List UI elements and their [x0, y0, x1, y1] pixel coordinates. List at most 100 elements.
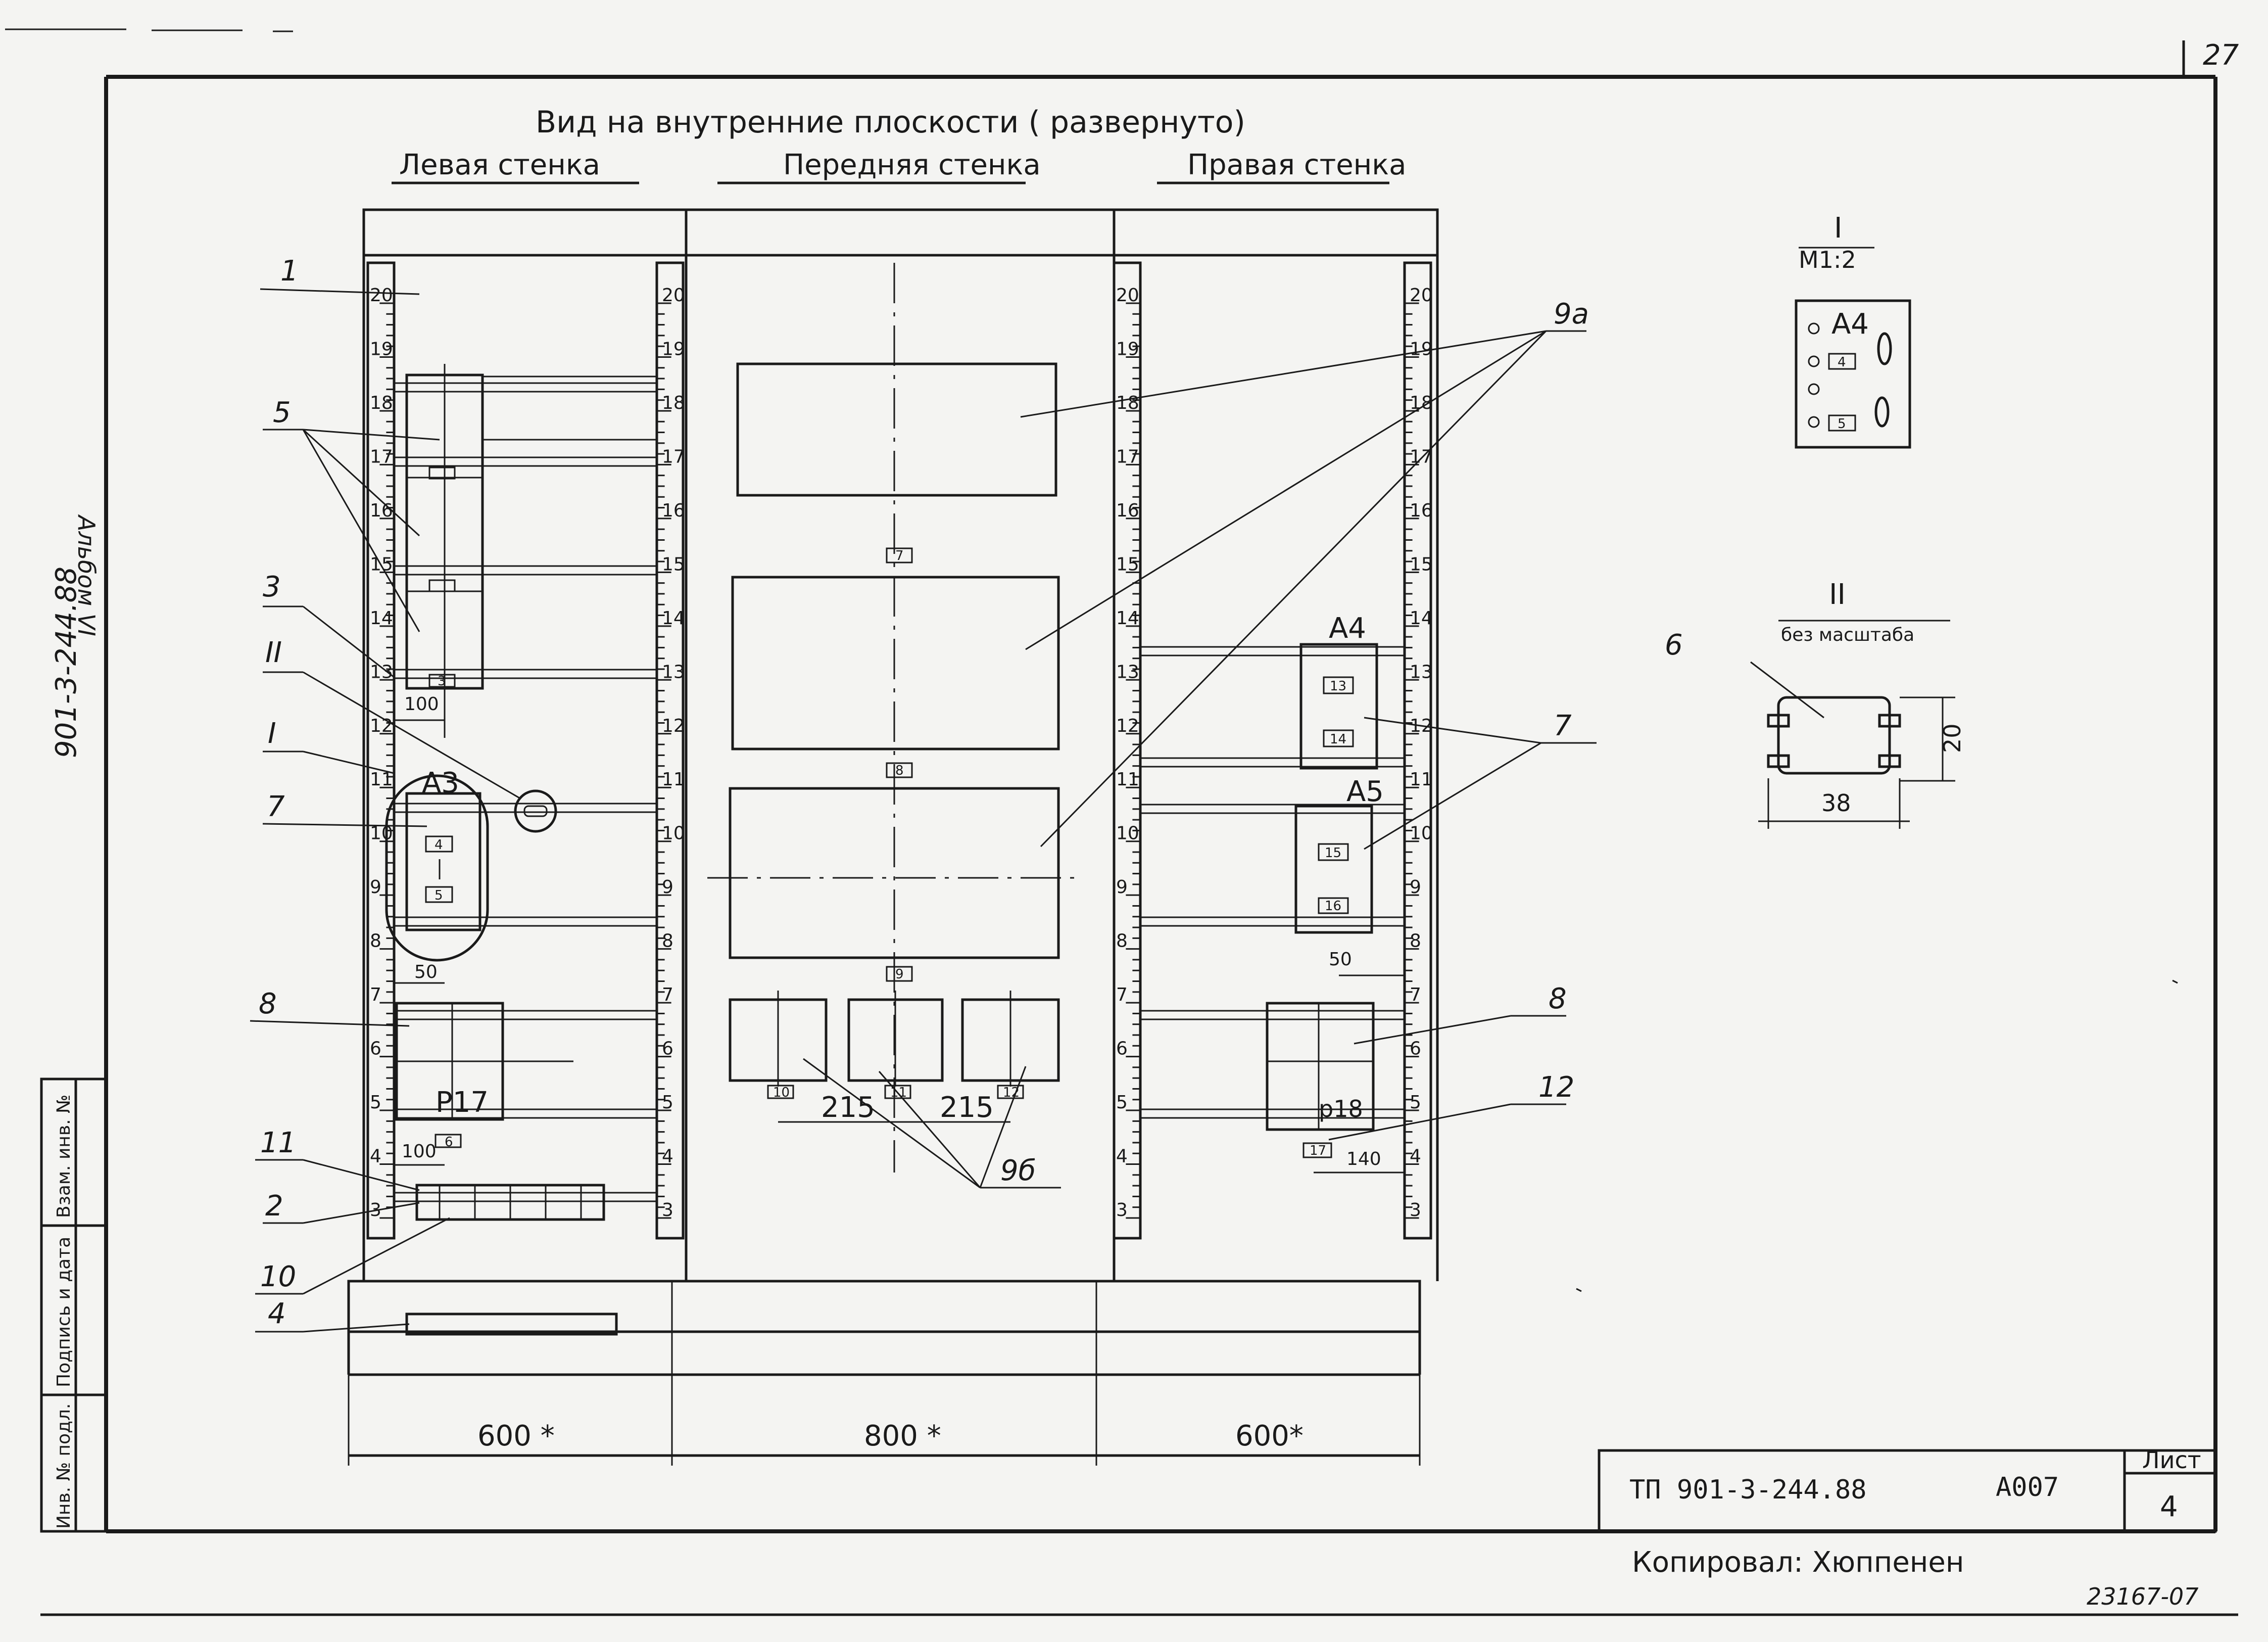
- detail-I-scale: М1:2: [1799, 246, 1856, 273]
- tag-14: 14: [1330, 732, 1346, 747]
- block-a3: А3: [422, 767, 459, 800]
- scale-number-3-11: 11: [1410, 769, 1433, 790]
- scale-number-3-16: 16: [1410, 500, 1433, 521]
- scale-number-1-12: 12: [662, 716, 685, 736]
- side-code: 901-3-244.88: [50, 567, 83, 758]
- scale-number-2-4: 4: [1116, 1146, 1128, 1167]
- scale-number-2-3: 3: [1116, 1200, 1128, 1221]
- scale-number-0-17: 17: [370, 446, 393, 467]
- scale-number-0-16: 16: [370, 500, 393, 521]
- scale-number-2-18: 18: [1116, 393, 1139, 413]
- scale-number-0-12: 12: [370, 716, 393, 736]
- tag-16: 16: [1325, 899, 1341, 914]
- width-right: 600*: [1235, 1420, 1304, 1452]
- callout-5: 5: [273, 396, 291, 429]
- left-wall-label: Левая стенка: [399, 149, 600, 181]
- scale-number-2-17: 17: [1116, 446, 1139, 467]
- detail-II-label: II: [1829, 578, 1846, 611]
- callout-10: 10: [260, 1260, 296, 1293]
- scale-number-1-20: 20: [662, 285, 685, 306]
- scale-number-3-6: 6: [1410, 1039, 1421, 1059]
- page-number-box: 27: [2182, 39, 2239, 76]
- detail-I-tag-5: 5: [1838, 416, 1846, 432]
- tag-15: 15: [1325, 846, 1341, 861]
- stray-marks: [1576, 979, 2178, 1292]
- callout-2: 2: [265, 1190, 283, 1223]
- scale-number-0-4: 4: [370, 1146, 381, 1167]
- callout-4: 4: [268, 1297, 286, 1330]
- scale-number-0-13: 13: [370, 662, 393, 682]
- detail-II: II без масштаба 20 38: [1750, 578, 1966, 829]
- stamp-cell-2: Взам. инв. №: [54, 1095, 74, 1218]
- scale-number-3-9: 9: [1410, 877, 1421, 898]
- detail-I-tag-4: 4: [1838, 355, 1846, 370]
- front-tag-7: 7: [895, 548, 904, 564]
- front-wall: 7 8 9 10 11 12 215 215: [707, 263, 1076, 1172]
- scale-number-2-7: 7: [1116, 984, 1128, 1005]
- detail-I-block: А4: [1831, 308, 1869, 341]
- right-wall: А4 13 14 А5 15 16 50 р18 17 140: [1140, 612, 1405, 1174]
- scale-number-2-11: 11: [1116, 769, 1139, 790]
- top-left-marks: [5, 28, 293, 32]
- scale-number-2-14: 14: [1116, 608, 1139, 629]
- callout-II-left: II: [265, 636, 282, 669]
- scale-number-1-8: 8: [662, 931, 673, 952]
- callout-9a: 9а: [1554, 298, 1589, 331]
- scale-number-2-19: 19: [1116, 339, 1139, 359]
- scale-number-0-5: 5: [370, 1092, 381, 1113]
- scale-number-1-18: 18: [662, 393, 685, 413]
- sheet-label: Лист: [2142, 1446, 2201, 1474]
- stamp-left: Инв. № подл. Подпись и дата Взам. инв. №: [40, 1077, 108, 1533]
- scale-number-0-8: 8: [370, 931, 381, 952]
- callout-6: 6: [1665, 629, 1683, 662]
- scale-number-0-20: 20: [370, 285, 393, 306]
- dim-50-left: 50: [414, 962, 438, 982]
- front-tag-9: 9: [895, 967, 904, 982]
- scale-number-0-6: 6: [370, 1039, 381, 1059]
- block-a4: А4: [1329, 612, 1366, 645]
- scale-number-1-9: 9: [662, 877, 673, 898]
- scale-number-2-13: 13: [1116, 662, 1139, 682]
- scale-number-3-4: 4: [1410, 1146, 1421, 1167]
- scale-number-1-6: 6: [662, 1039, 673, 1059]
- tag-6: 6: [445, 1135, 453, 1150]
- scale-number-2-12: 12: [1116, 716, 1139, 736]
- callout-I-left: I: [268, 717, 276, 750]
- bottom-code: 23167-07: [2087, 1583, 2198, 1610]
- scale-number-3-10: 10: [1410, 823, 1433, 844]
- scale-number-2-15: 15: [1116, 554, 1139, 575]
- callout-7-right: 7: [1554, 710, 1572, 742]
- scale-number-0-19: 19: [370, 339, 393, 359]
- scale-rails: [366, 261, 1432, 1240]
- tag-5: 5: [435, 888, 443, 903]
- front-tag-12: 12: [1003, 1085, 1020, 1100]
- callout-7-left: 7: [267, 790, 285, 823]
- detail-I-label: I: [1834, 212, 1843, 245]
- cabinet-outline: [347, 208, 1439, 1376]
- detail-II-dim-38: 38: [1821, 789, 1851, 817]
- callout-8-right: 8: [1549, 982, 1567, 1015]
- scale-number-2-10: 10: [1116, 823, 1139, 844]
- dim-50-right: 50: [1329, 949, 1352, 970]
- callout-1: 1: [280, 255, 299, 288]
- page-number: 27: [2203, 39, 2239, 72]
- scale-number-3-19: 19: [1410, 339, 1433, 359]
- front-tag-8: 8: [895, 763, 904, 778]
- scale-number-1-15: 15: [662, 554, 685, 575]
- scale-number-2-20: 20: [1116, 285, 1139, 306]
- doc-format: А007: [1996, 1472, 2059, 1503]
- scale-number-0-18: 18: [370, 393, 393, 413]
- detail-II-dim-20: 20: [1939, 723, 1966, 753]
- tag-4: 4: [435, 837, 443, 853]
- scale-number-1-5: 5: [662, 1092, 673, 1113]
- block-a5: А5: [1346, 775, 1384, 808]
- scale-number-1-4: 4: [662, 1146, 673, 1167]
- scale-number-3-3: 3: [1410, 1200, 1421, 1221]
- scale-number-2-16: 16: [1116, 500, 1139, 521]
- callout-11: 11: [260, 1127, 296, 1159]
- scale-number-1-14: 14: [662, 608, 685, 629]
- width-front: 800 *: [864, 1420, 941, 1452]
- width-dimensions: 600 * 800 * 600*: [348, 1375, 1421, 1466]
- detail-I: I М1:2 А4 4 5: [1795, 212, 1911, 449]
